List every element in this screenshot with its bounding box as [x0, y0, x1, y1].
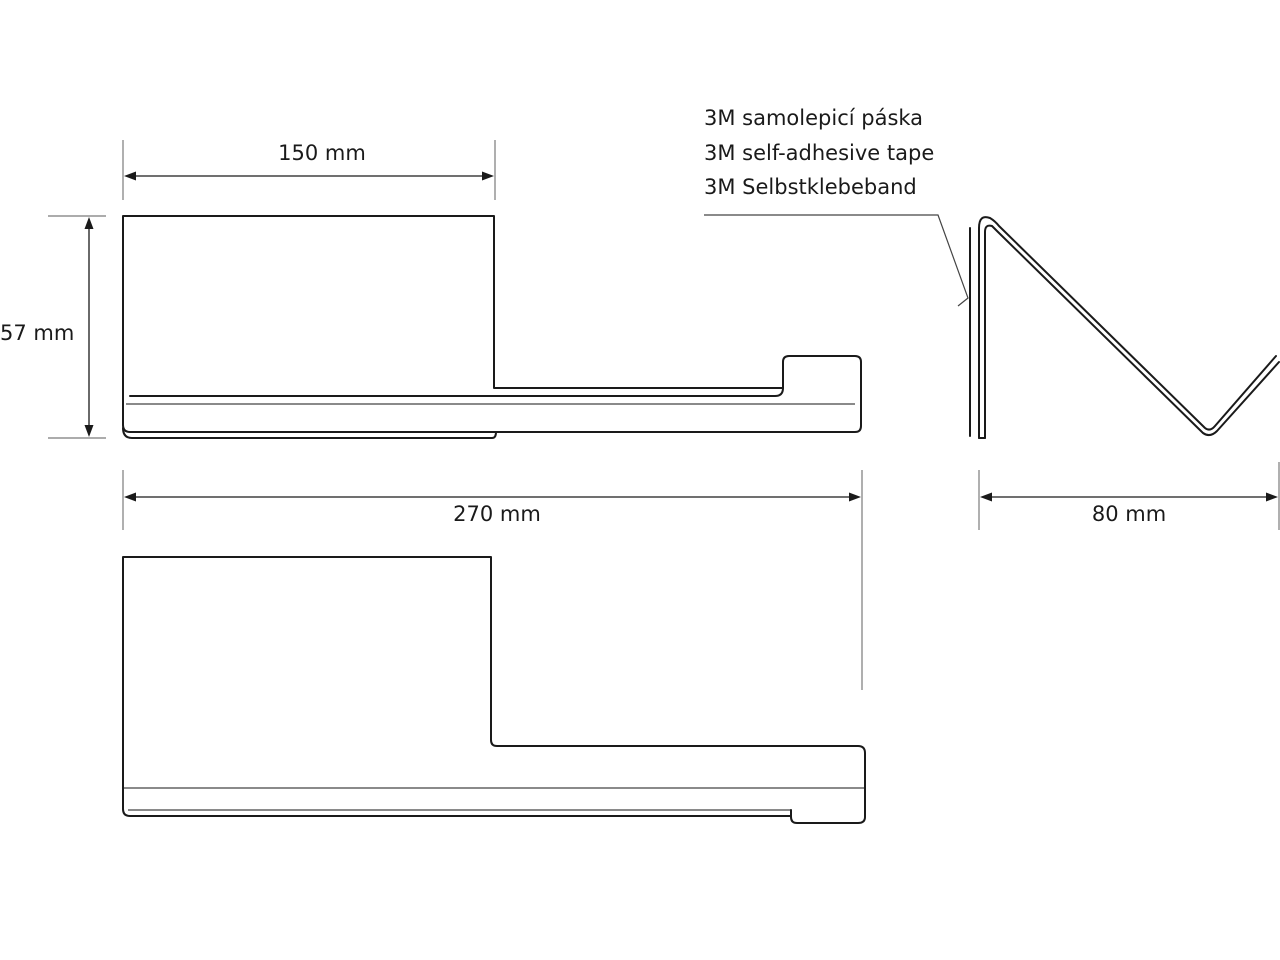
- arrowhead-left: [124, 492, 136, 502]
- front-view-lower-lip: [122, 427, 497, 439]
- arrowhead-left: [124, 171, 136, 181]
- front-view-shelf-top: [129, 387, 784, 397]
- arrowhead-left: [980, 492, 992, 502]
- arrowhead-bottom: [84, 425, 94, 437]
- dimension-label-150: 150 mm: [278, 141, 366, 165]
- arrowhead-right: [849, 492, 861, 502]
- dimension-57: 57 mm: [0, 215, 106, 439]
- tape-note-czech: 3M samolepicí páska: [704, 106, 923, 130]
- side-view: [969, 216, 1280, 439]
- tape-note-german: 3M Selbstklebeband: [704, 175, 917, 199]
- leader-line: [704, 214, 969, 307]
- arrowhead-right: [482, 171, 494, 181]
- top-view-outline: [122, 556, 866, 824]
- tape-leader: [704, 214, 969, 307]
- dimension-270: 270 mm: [122, 470, 863, 690]
- tape-note: 3M samolepicí páska 3M self-adhesive tap…: [704, 106, 934, 199]
- dimension-150: 150 mm: [122, 140, 496, 200]
- front-view: [122, 215, 862, 439]
- dimension-label-57: 57 mm: [0, 321, 74, 345]
- dimension-label-80: 80 mm: [1092, 502, 1166, 526]
- tape-note-english: 3M self-adhesive tape: [704, 141, 934, 165]
- side-view-profile: [978, 216, 1277, 439]
- arrowhead-right: [1266, 492, 1278, 502]
- front-view-outline: [122, 215, 862, 433]
- dimension-80: 80 mm: [978, 462, 1280, 530]
- side-view-profile-inner: [984, 224, 1280, 439]
- dimension-label-270: 270 mm: [453, 502, 541, 526]
- top-view: [122, 556, 866, 824]
- arrowhead-top: [84, 217, 94, 229]
